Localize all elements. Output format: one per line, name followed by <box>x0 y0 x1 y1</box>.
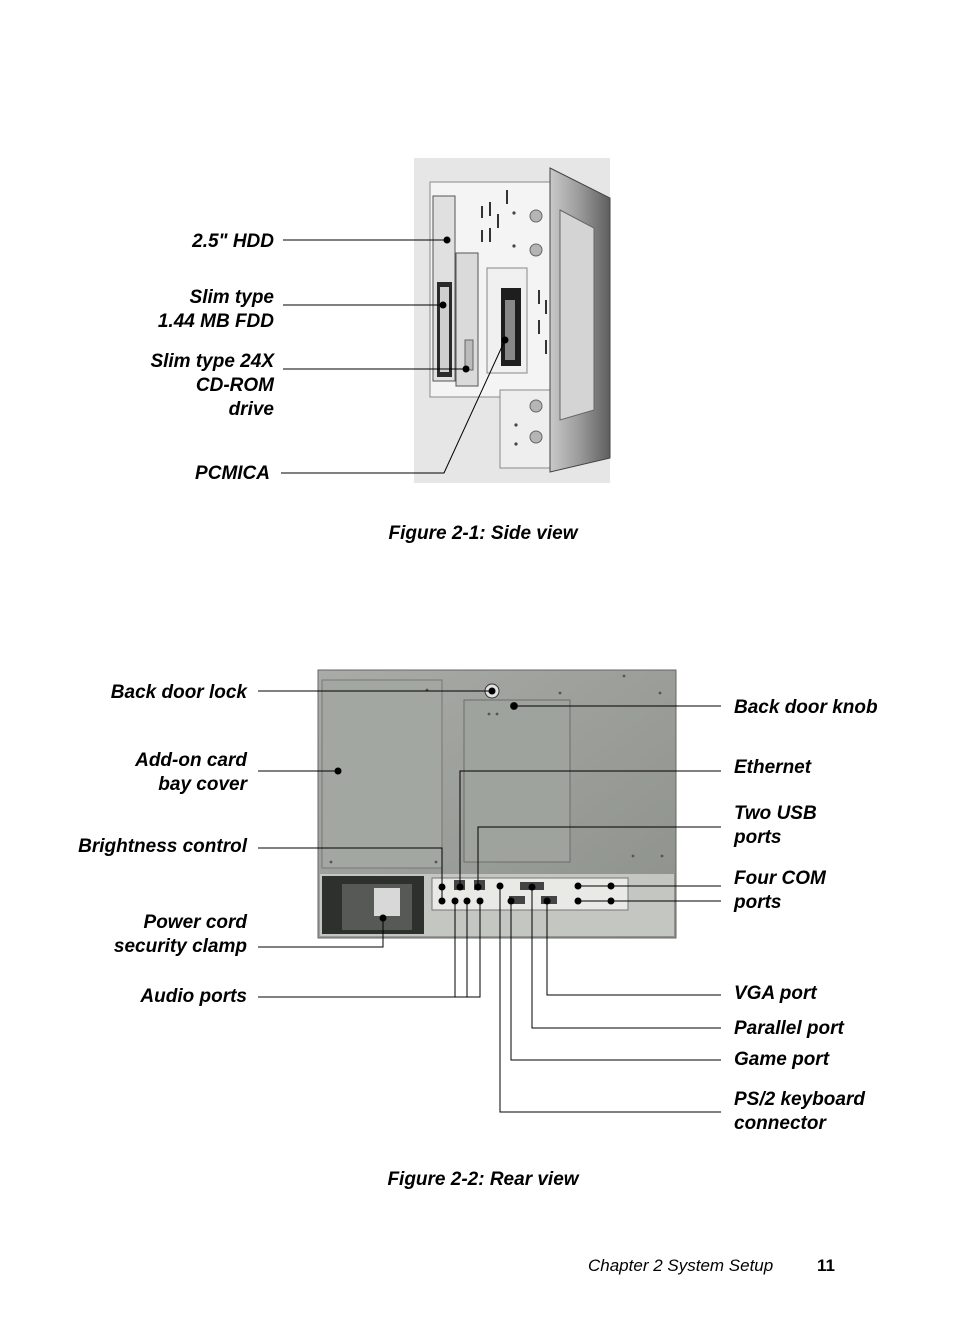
side-view-photo <box>414 158 610 483</box>
label-power-line1: Power cord <box>40 911 247 935</box>
label-power-line2: security clamp <box>40 935 247 959</box>
label-back-door-knob: Back door knob <box>734 696 878 720</box>
footer-page-number: 11 <box>817 1256 835 1276</box>
figure-2-2-caption: Figure 2-2: Rear view <box>6 1169 954 1191</box>
figure-2-1-caption: Figure 2-1: Side view <box>6 523 954 545</box>
label-cdrom-line3: drive <box>100 398 274 422</box>
label-audio: Audio ports <box>40 985 247 1009</box>
label-fdd-line2: 1.44 MB FDD <box>120 310 274 334</box>
footer-chapter: Chapter 2 System Setup <box>588 1256 773 1276</box>
label-ethernet: Ethernet <box>734 756 811 780</box>
rear-view-photo <box>318 670 676 938</box>
label-cdrom-line1: Slim type 24X <box>100 350 274 374</box>
label-ps2-line1: PS/2 keyboard <box>734 1088 865 1112</box>
label-usb-line1: Two USB <box>734 802 817 826</box>
label-vga: VGA port <box>734 982 817 1006</box>
label-brightness: Brightness control <box>40 835 247 859</box>
label-ps2-line2: connector <box>734 1112 826 1136</box>
label-addon-line1: Add-on card <box>40 749 247 773</box>
label-usb-line2: ports <box>734 826 782 850</box>
label-fdd-line1: Slim type <box>120 286 274 310</box>
label-com-line2: ports <box>734 891 782 915</box>
label-cdrom-line2: CD-ROM <box>100 374 274 398</box>
label-pcmcia: PCMICA <box>120 462 270 486</box>
label-addon-line2: bay cover <box>40 773 247 797</box>
label-back-door-lock: Back door lock <box>40 681 247 705</box>
label-hdd: 2.5" HDD <box>120 230 274 254</box>
label-game: Game port <box>734 1048 829 1072</box>
label-parallel: Parallel port <box>734 1017 844 1041</box>
label-com-line1: Four COM <box>734 867 826 891</box>
